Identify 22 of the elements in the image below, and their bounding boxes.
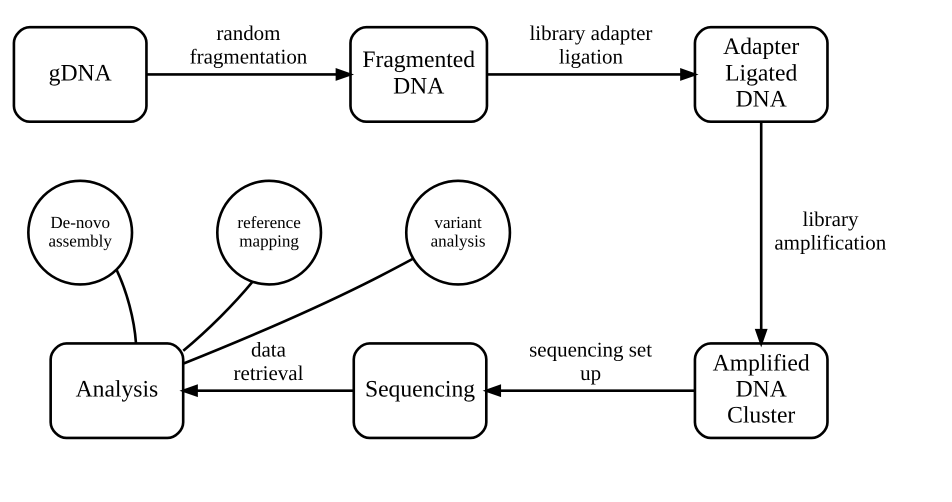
arrow xyxy=(179,384,354,397)
node-circle: reference mapping xyxy=(216,178,322,286)
node-box: Sequencing xyxy=(352,342,488,439)
connector xyxy=(115,268,138,343)
arrow xyxy=(146,68,354,80)
arrow xyxy=(754,121,768,347)
edge-label: sequencing set up xyxy=(529,336,652,384)
edge-label: library adapter ligation xyxy=(529,20,652,68)
node-circle: variant analysis xyxy=(404,178,512,286)
node-circle: De-novo assembly xyxy=(27,178,134,286)
edge-label: data retrieval xyxy=(234,336,304,384)
edge-label: random fragmentation xyxy=(190,20,308,68)
arrow xyxy=(482,384,695,397)
arrow xyxy=(487,68,699,80)
connector xyxy=(182,256,414,364)
node-box: Fragmented DNA xyxy=(349,25,488,123)
node-box: Analysis xyxy=(49,342,184,439)
edge-label: library amplification xyxy=(774,206,886,254)
connector xyxy=(182,280,254,352)
node-box: gDNA xyxy=(12,25,148,123)
node-box: Adapter Ligated DNA xyxy=(694,25,829,123)
node-box: Amplified DNA Cluster xyxy=(694,342,829,439)
